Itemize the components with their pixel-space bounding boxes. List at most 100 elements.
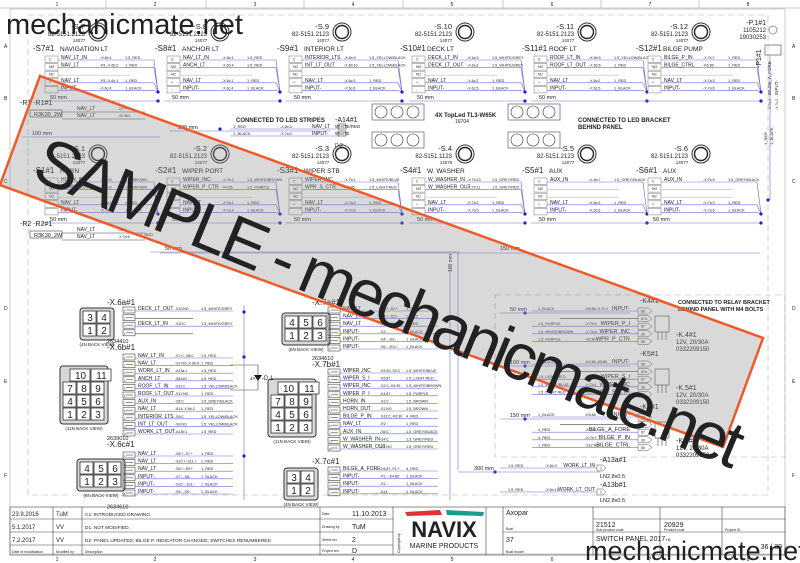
connector-wire: 1_RED <box>406 307 418 311</box>
relay-signal: INPUT- <box>612 412 630 418</box>
title-field-label: Boat <box>506 527 513 531</box>
connector-pin-number: 11 <box>124 433 127 436</box>
connector-pin <box>327 368 341 376</box>
relay-spec: 12V, 20/30A <box>676 340 708 346</box>
switch-sub-code: 14077 <box>440 38 453 43</box>
connector-view-label: (11N BACK VIEW) <box>65 426 103 431</box>
switch-pin-box <box>166 86 181 94</box>
switch-pin-label: NC <box>652 73 658 77</box>
switch-sub-code: 14077 <box>195 38 208 43</box>
switch-pin-box <box>533 185 548 193</box>
wire-spec: 1_RED <box>728 56 740 60</box>
connector-ref: -S7:C,-S8:C <box>175 354 194 358</box>
column-number: 8 <box>747 557 750 563</box>
title-header: Description <box>85 550 103 554</box>
relay-ref: -X.7b:4 <box>585 322 597 326</box>
wire-line <box>520 82 526 93</box>
connector-cavity-number: 2 <box>98 477 104 488</box>
connector-wire: 1.5_GREY/RED <box>406 437 433 441</box>
connector-pin <box>122 474 136 482</box>
connector-code: 2639010 <box>107 436 128 442</box>
connector-cavity-number: 5 <box>98 464 104 475</box>
relay-signal: INPUT- <box>612 306 630 312</box>
wire-ref: -X.7b:3 <box>222 178 234 182</box>
column-number: 1 <box>56 2 59 8</box>
bus-length: 50 mm <box>50 217 67 223</box>
wire-signal: INPUT- <box>428 85 445 91</box>
relay-pin-label: 30 <box>641 332 645 336</box>
column-number: 6 <box>551 557 554 563</box>
relay-pin <box>637 436 653 444</box>
wire-signal: NAV_LT <box>428 200 446 206</box>
connector-ref: -S4:C <box>380 437 389 441</box>
revision-author: VV <box>56 525 64 531</box>
revision-date: 23.9.2016 <box>12 512 39 518</box>
switch-pin-label: NC <box>416 73 422 77</box>
wire-spec: 1_RED <box>369 79 381 83</box>
connector-cavity-number: 4 <box>67 397 73 408</box>
switch-title: AUX <box>549 168 563 175</box>
connector-pin <box>327 414 341 421</box>
connector-signal: INPUT- <box>138 489 155 495</box>
connector-cavity <box>76 407 91 421</box>
connector-pin-number: 1 <box>124 455 126 458</box>
connector-pin-number: 2 <box>124 463 126 466</box>
relay-part: 0332209150 <box>676 453 710 459</box>
connector-pin-number: 1 <box>329 470 331 473</box>
connector-cavity-number: 3 <box>291 473 297 484</box>
resistor-ref: -X.7b:8 <box>118 235 130 239</box>
switch-title: HORN <box>60 168 79 175</box>
relay-tag: -K4#1 <box>640 298 659 305</box>
connector-ref: -S10:-,-S11:- <box>175 482 196 486</box>
connector-wire: 1.5_RED <box>201 377 217 381</box>
connector-pin <box>327 429 341 437</box>
relay-wire: 1_BLACK <box>538 307 555 311</box>
led-color: WHITE/RED <box>335 124 361 129</box>
connector-pin-number: 4 <box>124 380 126 383</box>
relay-signal: BILGE_CTRL <box>596 442 630 448</box>
row-letter: D <box>4 306 8 312</box>
navix-logo-red-icon <box>405 510 442 516</box>
wire-ref: -K4:85 <box>222 186 233 190</box>
relay-pin <box>637 383 653 391</box>
switch-pin-box <box>166 208 181 216</box>
switch-lamp-label: -S.7 <box>71 22 85 31</box>
connector-signal: INPUT- <box>138 481 155 487</box>
wire-ref: -X.6c:2 <box>467 79 478 83</box>
connector-cavity-number: 5 <box>289 410 295 421</box>
led-icon <box>510 133 524 147</box>
switch-pin-box <box>647 177 662 185</box>
indicator-lamp-icon <box>768 25 778 35</box>
connector-signal: NAV_LT <box>343 314 361 320</box>
connector-cavity <box>284 394 299 408</box>
switch-pin-label: NO <box>293 65 299 69</box>
column-number: 3 <box>254 557 257 563</box>
switch-id: -S7#1 <box>33 44 55 53</box>
connector-pin-number: 6 <box>329 348 331 351</box>
led-icon <box>406 133 420 147</box>
switch-pin-box <box>411 70 426 78</box>
connector-pin-number: 7 <box>124 403 126 406</box>
indicator-sub: 19030253 <box>739 35 766 41</box>
bus-length: 200 mm <box>178 125 198 131</box>
connector-wire: 1.5_YELLOW/BLACK <box>201 384 238 388</box>
boat-name: Axopar <box>506 510 529 517</box>
switch-pin-box <box>533 78 548 86</box>
connector-signal: INPUT- <box>343 481 360 487</box>
connector-pin-number: 1 <box>124 310 126 313</box>
switch-part-number: 82-5151.2123 <box>48 32 86 38</box>
junction-dot <box>242 454 246 458</box>
relay-signal: WIPER_P_I <box>601 321 631 327</box>
switch-pin-box <box>44 63 59 71</box>
wire-spec: 1_RED <box>728 64 740 68</box>
connector-pin <box>327 314 341 321</box>
connector-pin-number: 4 <box>124 333 126 336</box>
wire-ref: -X.7a:3 <box>703 201 715 205</box>
led-icon <box>542 105 556 119</box>
switch-pin-box <box>166 63 181 71</box>
wire-ref: -X.6b:1 <box>100 56 112 60</box>
switch-pin-label: NC <box>49 73 55 77</box>
relay-part: 0332209150 <box>676 347 710 353</box>
connector-cavity <box>79 461 94 475</box>
